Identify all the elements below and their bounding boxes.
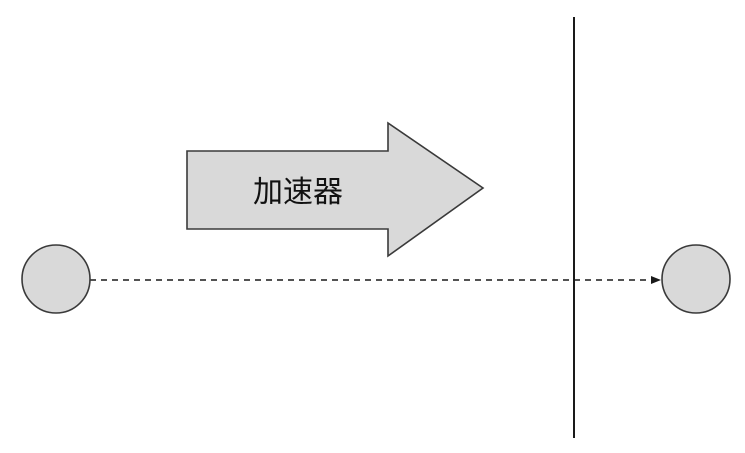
end-particle — [661, 244, 731, 314]
accelerator-label: 加速器 — [253, 175, 343, 210]
start-particle — [21, 244, 91, 314]
accelerator-block-arrow — [186, 121, 485, 258]
